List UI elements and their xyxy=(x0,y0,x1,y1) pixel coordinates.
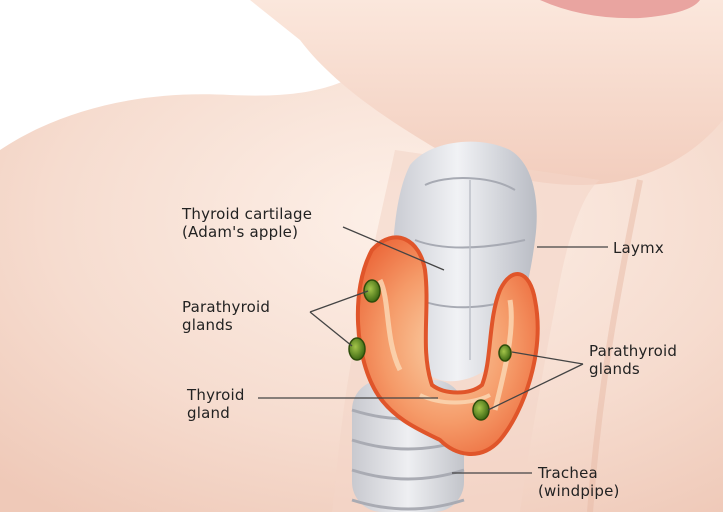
parathyroid-left-label: Parathyroid glands xyxy=(182,298,270,334)
trachea-label-line2: (windpipe) xyxy=(538,482,620,500)
parathyroid-right-label-line2: glands xyxy=(589,360,677,378)
thyroid-cartilage-label-line1: Thyroid cartilage xyxy=(182,205,312,223)
larynx-label: Laymx xyxy=(613,239,664,257)
parathyroid-left-label-line2: glands xyxy=(182,316,270,334)
parathyroid-lower-left xyxy=(349,338,365,360)
trachea-label-line1: Trachea xyxy=(538,464,620,482)
parathyroid-left-label-line1: Parathyroid xyxy=(182,298,270,316)
thyroid-gland-label-line2: gland xyxy=(187,404,245,422)
thyroid-cartilage-label-line2: (Adam's apple) xyxy=(182,223,312,241)
parathyroid-lower-right xyxy=(473,400,489,420)
parathyroid-upper-right xyxy=(499,345,511,361)
thyroid-gland-label: Thyroid gland xyxy=(187,386,245,422)
trachea-label: Trachea (windpipe) xyxy=(538,464,620,500)
parathyroid-right-label: Parathyroid glands xyxy=(589,342,677,378)
thyroid-cartilage-label: Thyroid cartilage (Adam's apple) xyxy=(182,205,312,241)
thyroid-gland-label-line1: Thyroid xyxy=(187,386,245,404)
parathyroid-right-label-line1: Parathyroid xyxy=(589,342,677,360)
